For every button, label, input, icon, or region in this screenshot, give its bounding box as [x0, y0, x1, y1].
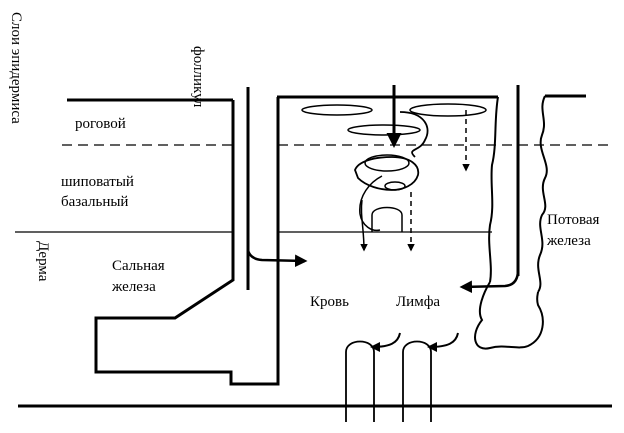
left-penetration-arrow: [360, 199, 368, 252]
layer-boundaries: [15, 94, 612, 408]
sweat-gland-body: [474, 281, 544, 350]
corneous-label: роговой: [75, 116, 126, 132]
intercellular-path: [399, 111, 429, 158]
blood-label: Кровь: [310, 294, 349, 310]
blood-vessel: [345, 340, 375, 422]
dermis-label: Дерма: [35, 241, 51, 282]
sweat-gland-arrow: [459, 269, 520, 294]
sweat-gland: [459, 85, 548, 350]
basal-label: базальный: [61, 194, 128, 210]
corneocyte-3: [409, 103, 487, 117]
pathway-curve: [359, 175, 383, 232]
sebaceous-label-line1: Сальная: [112, 258, 165, 274]
inner-cell: [384, 181, 406, 191]
follicle-label: фолликул: [190, 46, 206, 108]
corneocyte-2: [347, 124, 421, 136]
follicle-gland-outline: [94, 97, 280, 386]
corneous-pathways: [301, 85, 487, 252]
sweat-duct-right-wall: [537, 95, 548, 293]
sebaceous-label-line2: железа: [111, 279, 156, 295]
spinous-label: шиповатый: [61, 174, 134, 190]
vessels: [345, 332, 459, 422]
follicle-arrow: [246, 249, 308, 268]
pathway-arch: [371, 206, 403, 232]
labels: Слои эпидермиса фолликул роговой шиповат…: [8, 12, 600, 310]
cell-nucleus: [364, 154, 410, 172]
sweat-label-line2: железа: [546, 233, 591, 249]
lymph-arrow: [427, 332, 459, 352]
blood-arrow: [370, 332, 401, 352]
sweat-duct-left-wall: [488, 96, 499, 283]
lymph-label: Лимфа: [396, 294, 440, 310]
follicle-and-sebaceous-gland: [94, 87, 308, 386]
lymph-vessel: [402, 340, 432, 422]
sweat-label-line1: Потовая: [547, 212, 600, 228]
epidermis-layers-label: Слои эпидермиса: [8, 12, 24, 124]
cell-cluster-outline: [354, 156, 420, 191]
corneocyte-1: [301, 104, 373, 116]
